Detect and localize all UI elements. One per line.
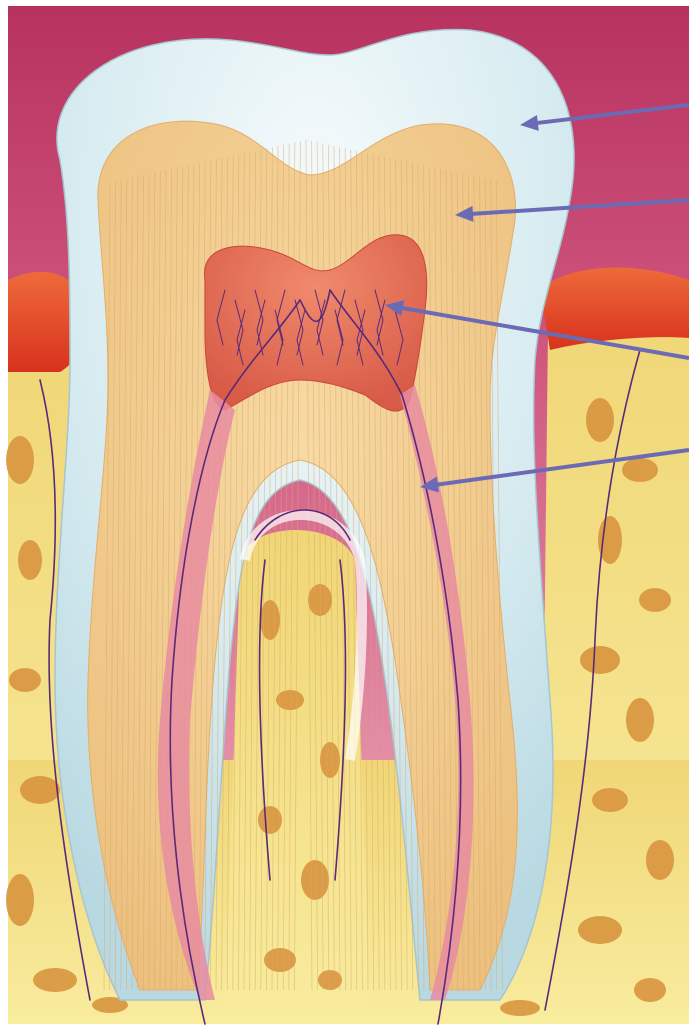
bone-cavity	[33, 968, 77, 992]
bone-cavity	[639, 588, 671, 612]
bone-cavity	[6, 874, 34, 926]
bone-cavity	[18, 540, 42, 580]
bone-cavity	[20, 776, 60, 804]
bone-cavity	[626, 698, 654, 742]
bone-cavity	[586, 398, 614, 442]
bone-cavity	[301, 860, 329, 900]
bone-cavity	[634, 978, 666, 1002]
bone-cavity	[578, 916, 622, 944]
bone-cavity	[320, 742, 340, 778]
bone-cavity	[276, 690, 304, 710]
bone-cavity	[646, 840, 674, 880]
bone-cavity	[622, 458, 658, 482]
bone-cavity	[500, 1000, 540, 1016]
bone-cavity	[318, 970, 342, 990]
bone-cavity	[6, 436, 34, 484]
bone-cavity	[580, 646, 620, 674]
bone-cavity	[592, 788, 628, 812]
bone-cavity	[9, 668, 41, 692]
bone-cavity	[264, 948, 296, 972]
